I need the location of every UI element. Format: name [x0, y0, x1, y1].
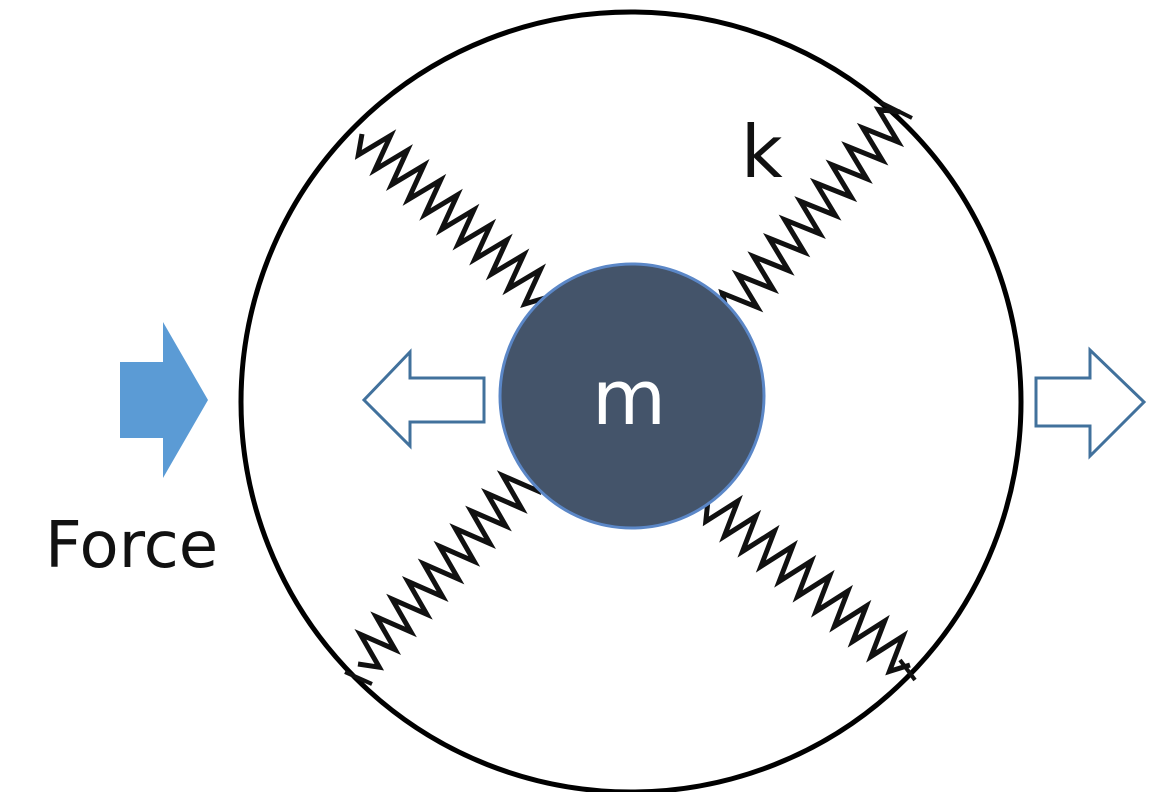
spring-upper-right — [718, 106, 905, 315]
force-arrow-icon — [120, 322, 208, 478]
spring-upper-left — [354, 129, 547, 308]
spring-anchor-tick — [879, 100, 913, 120]
mass-circle — [498, 262, 766, 530]
spring-lower-left — [354, 469, 542, 671]
spring-anchor-tick — [344, 670, 373, 686]
mass-label: m — [592, 353, 667, 442]
hollow-arrow-left-icon — [361, 348, 486, 450]
spring-lower-right — [702, 494, 911, 676]
spring-constant-label: k — [741, 110, 783, 194]
spring-anchor-tick — [898, 658, 917, 682]
hollow-arrow-right-icon — [1034, 346, 1147, 460]
force-label: Force — [45, 509, 219, 583]
